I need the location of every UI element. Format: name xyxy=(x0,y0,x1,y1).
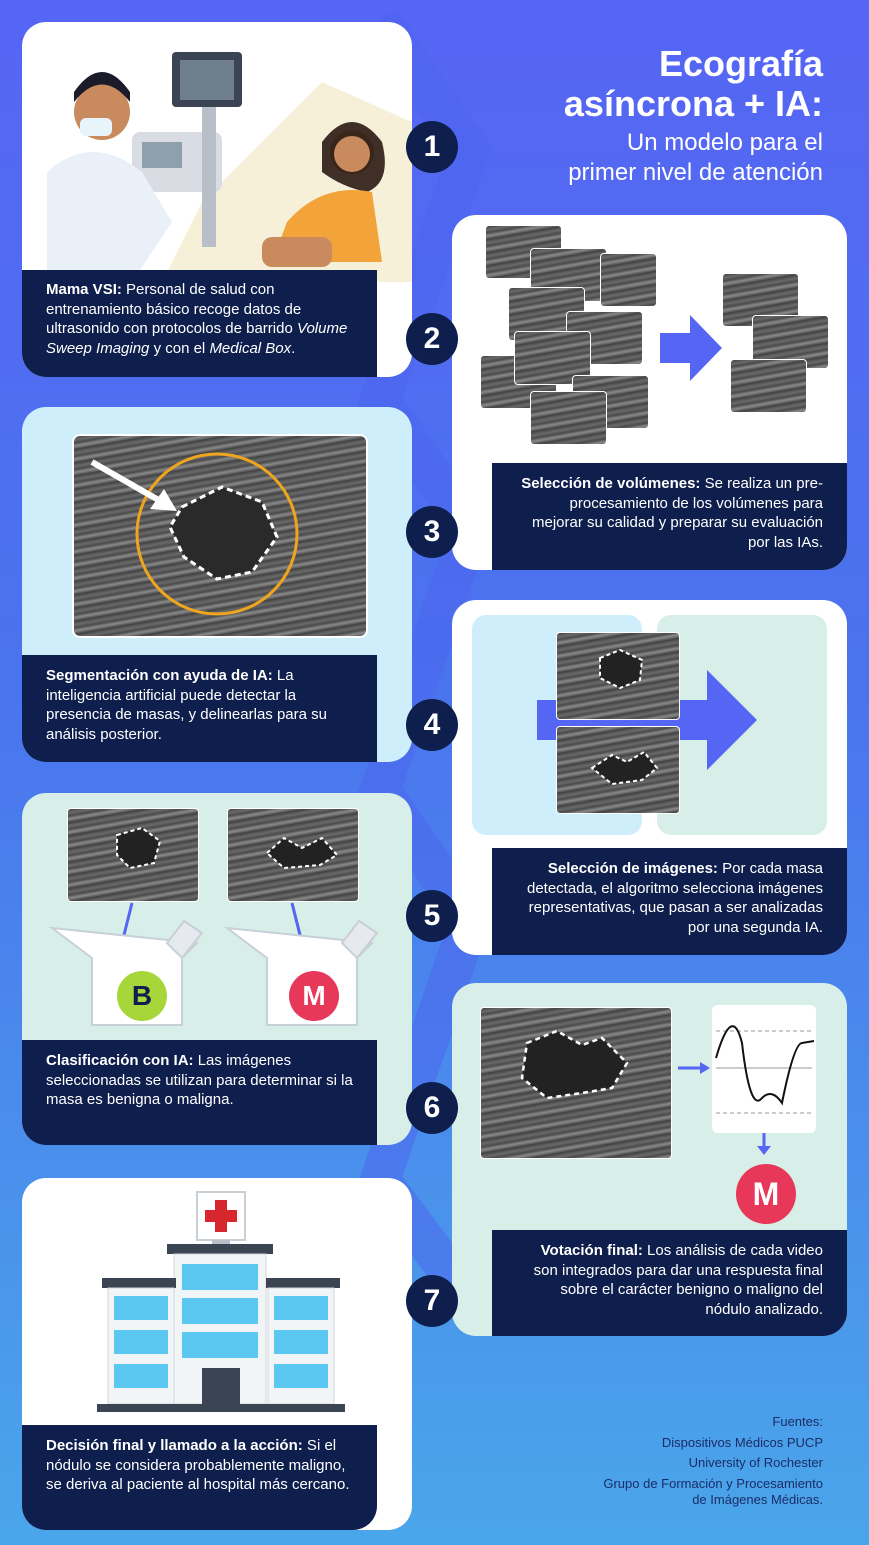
arrow-right-icon xyxy=(700,1062,710,1074)
step-1-text-c: . xyxy=(291,339,296,357)
source-item: de Imágenes Médicas. xyxy=(692,1492,823,1507)
sources: Fuentes: Dispositivos Médicos PUCP Unive… xyxy=(603,1412,823,1511)
healthcare-worker-illustration xyxy=(47,52,412,282)
arrow-down-icon xyxy=(757,1146,771,1155)
step-1-italic-a: Volume Sweep Imaging xyxy=(46,320,348,357)
step-7-heading: Decisión final y llamado a la acción: xyxy=(46,1437,303,1454)
step-1-italic-b: Medical Box xyxy=(209,339,292,357)
title-line-2: asíncrona + IA: xyxy=(563,83,823,124)
step-2-text: Se realiza un pre-procesamiento de los v… xyxy=(532,475,823,551)
step-4-text: Por cada masa detectada, el algoritmo se… xyxy=(526,860,823,936)
vote-graph-overlay xyxy=(520,1025,815,1155)
detection-ring xyxy=(135,452,299,616)
source-item: Dispositivos Médicos PUCP xyxy=(661,1434,823,1450)
step-5-text: Las imágenes seleccionadas se utilizan p… xyxy=(46,1052,353,1108)
step-1-heading: Mama VSI: xyxy=(46,281,122,298)
step-7-caption: Decisión final y llamado a la acción: Si… xyxy=(22,1425,377,1530)
step-2-heading: Selección de volúmenes: xyxy=(521,475,701,492)
step-1-caption: Mama VSI: Personal de salud con entrenam… xyxy=(22,270,377,377)
source-item: University of Rochester xyxy=(688,1455,823,1470)
classification-boxes xyxy=(48,826,379,1026)
step-3-caption: Segmentación con ayuda de IA: La intelig… xyxy=(22,655,377,762)
sources-label: Fuentes: xyxy=(772,1414,823,1429)
hospital-illustration xyxy=(97,1191,345,1412)
step-2-caption: Selección de volúmenes: Se realiza un pr… xyxy=(492,463,847,570)
step-3-heading: Segmentación con ayuda de IA: xyxy=(46,667,273,684)
step-1-card xyxy=(22,22,412,377)
selected-frame xyxy=(730,359,807,413)
pointer-arrow-icon xyxy=(150,489,177,511)
step-2-number: 2 xyxy=(406,313,458,365)
step-5-caption: Clasificación con IA: Las imágenes selec… xyxy=(22,1040,377,1145)
step-1-number: 1 xyxy=(406,121,458,173)
arrow-right-icon xyxy=(660,315,722,381)
step-6-caption: Votación final: Los análisis de cada vid… xyxy=(492,1230,847,1336)
step-6-number: 6 xyxy=(406,1082,458,1134)
title-line-1: Ecografía xyxy=(658,43,823,84)
step-5-number: 5 xyxy=(406,890,458,942)
step-7-text: Si el nódulo se considera probablemente … xyxy=(46,1437,350,1493)
step-6-text: Los análisis de cada video son integrado… xyxy=(533,1242,823,1318)
step-1-text-b: y con el xyxy=(149,339,210,357)
step-3-number: 3 xyxy=(406,506,458,558)
step-4-caption: Selección de imágenes: Por cada masa det… xyxy=(492,848,847,955)
segmentation-overlay xyxy=(90,452,299,616)
mass-outlines xyxy=(590,648,659,786)
source-item: Grupo de Formación y Procesamiento xyxy=(603,1475,823,1491)
step-4-number: 4 xyxy=(406,699,458,751)
title-block: Ecografía asíncrona + IA: Un modelo para… xyxy=(564,44,823,188)
subtitle-line-1: Un modelo para el xyxy=(626,129,823,156)
mass-outline xyxy=(168,485,279,581)
malignant-badge: M xyxy=(289,971,339,1021)
step-7-number: 7 xyxy=(406,1275,458,1327)
final-malignant-badge: M xyxy=(736,1164,796,1224)
step-4-heading: Selección de imágenes: xyxy=(547,860,718,877)
step-1-text-a: Personal de salud con entrenamiento bási… xyxy=(46,281,302,337)
step-3-text: La inteligencia artificial puede detecta… xyxy=(46,667,327,743)
ultrasound-frame xyxy=(600,253,657,307)
step-5-heading: Clasificación con IA: xyxy=(46,1052,194,1069)
ultrasound-frame xyxy=(530,391,607,445)
step-6-heading: Votación final: xyxy=(540,1242,643,1259)
benign-badge: B xyxy=(117,971,167,1021)
flow-arrow-icon xyxy=(537,670,757,770)
subtitle-line-2: primer nivel de atención xyxy=(568,159,823,186)
